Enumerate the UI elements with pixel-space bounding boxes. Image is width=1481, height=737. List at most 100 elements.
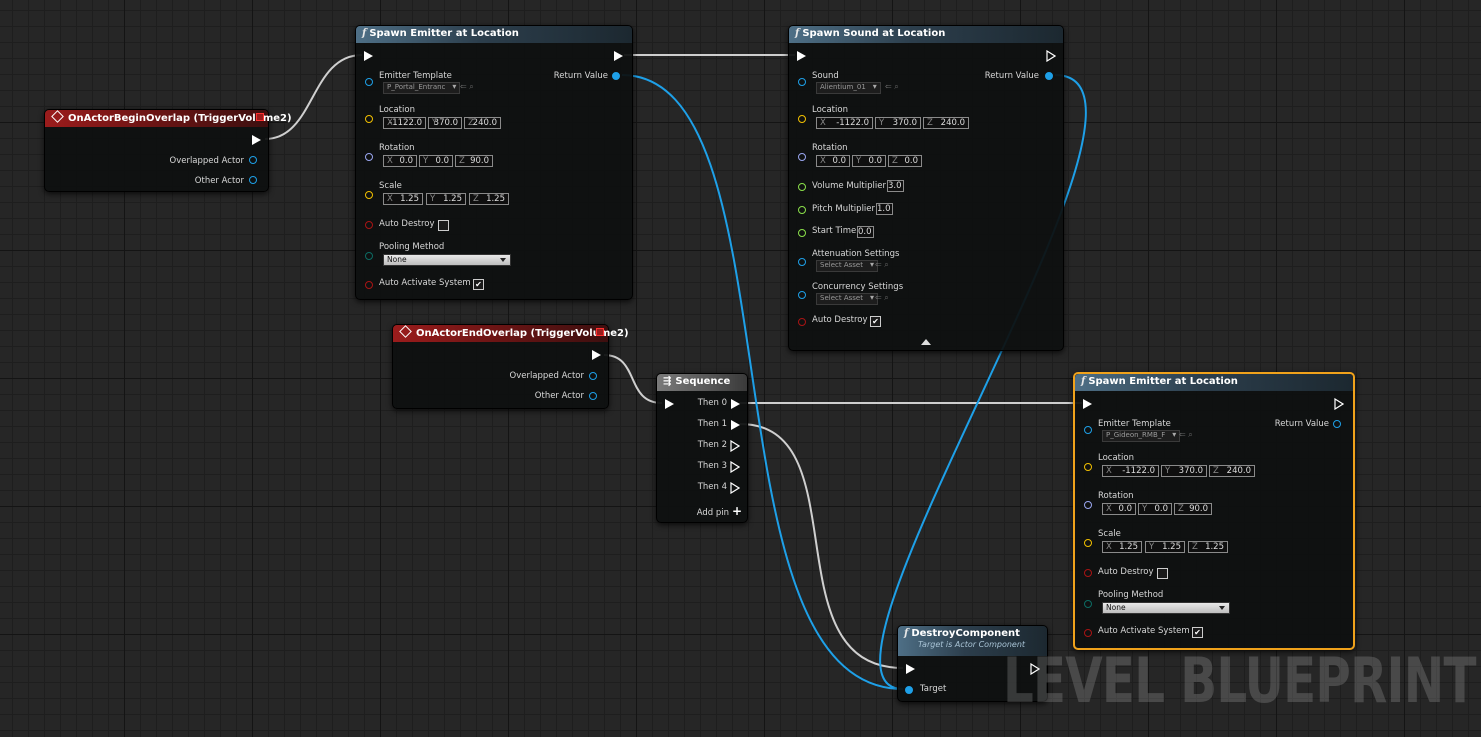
exec-out-pin[interactable]	[614, 51, 623, 61]
exec-in-pin[interactable]	[364, 51, 373, 61]
auto-activate-checkbox[interactable]: ✔	[473, 279, 484, 290]
scale-pin[interactable]	[1084, 539, 1092, 547]
attenuation-asset-picker[interactable]: Select Asset	[816, 260, 878, 272]
rotation-pin[interactable]	[798, 153, 806, 161]
auto-destroy-pin[interactable]	[798, 318, 806, 326]
location-pin[interactable]	[1084, 463, 1092, 471]
other-actor-pin[interactable]	[589, 392, 597, 400]
auto-destroy-checkbox[interactable]	[438, 220, 449, 231]
start-time-field[interactable]: 0.0	[857, 226, 874, 238]
location-x-field[interactable]: X-1122.0	[383, 117, 426, 129]
return-value-pin[interactable]	[612, 72, 620, 80]
pooling-method-dropdown[interactable]: None	[383, 254, 511, 266]
exec-out-pin[interactable]	[252, 135, 261, 145]
start-time-pin[interactable]	[798, 229, 806, 237]
exec-in-pin[interactable]	[1083, 399, 1092, 409]
asset-browse-icon[interactable]: ⇐ ⌕	[875, 260, 889, 269]
overlapped-actor-pin[interactable]	[249, 156, 257, 164]
add-pin-label[interactable]: Add pin	[696, 508, 729, 518]
pitch-multiplier-field[interactable]: 1.0	[876, 203, 893, 215]
auto-activate-pin[interactable]	[1084, 629, 1092, 637]
asset-browse-icon[interactable]: ⇐ ⌕	[885, 82, 899, 91]
then-3-pin[interactable]	[730, 461, 740, 473]
location-pin[interactable]	[798, 115, 806, 123]
exec-out-pin-unconnected[interactable]	[1334, 398, 1344, 410]
volume-multiplier-field[interactable]: 3.0	[887, 180, 904, 192]
scale-pin[interactable]	[365, 191, 373, 199]
rotation-pin[interactable]	[365, 153, 373, 161]
exec-in-pin[interactable]	[797, 51, 806, 61]
auto-activate-checkbox[interactable]: ✔	[1192, 627, 1203, 638]
exec-out-pin-unconnected[interactable]	[1046, 50, 1056, 62]
delegate-pin-icon[interactable]	[596, 328, 604, 336]
concurrency-asset-picker[interactable]: Select Asset	[816, 293, 878, 305]
sequence-node[interactable]: ⇶Sequence Then 0 Then 1 Then 2 Then 3 Th…	[656, 373, 748, 523]
location-x-field[interactable]: X-1122.0	[816, 117, 873, 129]
volume-multiplier-pin[interactable]	[798, 183, 806, 191]
sound-pin[interactable]	[798, 78, 806, 86]
rotation-pin[interactable]	[1084, 501, 1092, 509]
pooling-method-dropdown[interactable]: None	[1102, 602, 1230, 614]
auto-destroy-pin[interactable]	[1084, 569, 1092, 577]
emitter-template-asset-picker[interactable]: P_Portal_Entranc	[383, 82, 461, 94]
auto-destroy-checkbox[interactable]	[1157, 568, 1168, 579]
pitch-multiplier-pin[interactable]	[798, 206, 806, 214]
emitter-template-pin[interactable]	[365, 78, 373, 86]
location-pin[interactable]	[365, 115, 373, 123]
then-0-pin[interactable]	[731, 399, 740, 409]
asset-browse-icon[interactable]: ⇐ ⌕	[1179, 430, 1193, 439]
auto-activate-pin[interactable]	[365, 281, 373, 289]
concurrency-settings-pin[interactable]	[798, 291, 806, 299]
auto-destroy-pin[interactable]	[365, 221, 373, 229]
auto-destroy-checkbox[interactable]: ✔	[870, 316, 881, 327]
asset-browse-icon[interactable]: ⇐ ⌕	[875, 293, 889, 302]
event-begin-overlap-node[interactable]: OnActorBeginOverlap (TriggerVolume2) Ove…	[44, 109, 292, 192]
return-value-pin[interactable]	[1045, 72, 1053, 80]
then-2-pin[interactable]	[730, 440, 740, 452]
delegate-pin-icon[interactable]	[256, 113, 264, 121]
then-1-pin[interactable]	[731, 420, 740, 430]
other-actor-pin[interactable]	[249, 176, 257, 184]
exec-in-pin[interactable]	[665, 399, 674, 409]
exec-in-pin[interactable]	[906, 664, 915, 674]
then-4-pin[interactable]	[730, 482, 740, 494]
attenuation-settings-pin[interactable]	[798, 258, 806, 266]
pooling-method-pin[interactable]	[1084, 600, 1092, 608]
pooling-method-pin[interactable]	[365, 252, 373, 260]
exec-out-pin[interactable]	[592, 350, 601, 360]
overlapped-actor-pin[interactable]	[589, 372, 597, 380]
target-pin[interactable]	[905, 686, 913, 694]
emitter-template-asset-picker[interactable]: P_Gideon_RMB_F	[1102, 430, 1181, 442]
event-end-overlap-node[interactable]: OnActorEndOverlap (TriggerVolume2) Overl…	[392, 324, 629, 409]
asset-browse-icon[interactable]: ⇐ ⌕	[460, 82, 474, 91]
collapse-advanced-arrow-icon[interactable]	[921, 339, 931, 345]
sound-asset-picker[interactable]: Alientium_01	[816, 82, 881, 94]
location-x-field[interactable]: X-1122.0	[1102, 465, 1159, 477]
add-pin-plus-icon[interactable]: +	[732, 504, 743, 518]
return-value-pin[interactable]	[1333, 420, 1341, 428]
emitter-template-pin[interactable]	[1084, 426, 1092, 434]
